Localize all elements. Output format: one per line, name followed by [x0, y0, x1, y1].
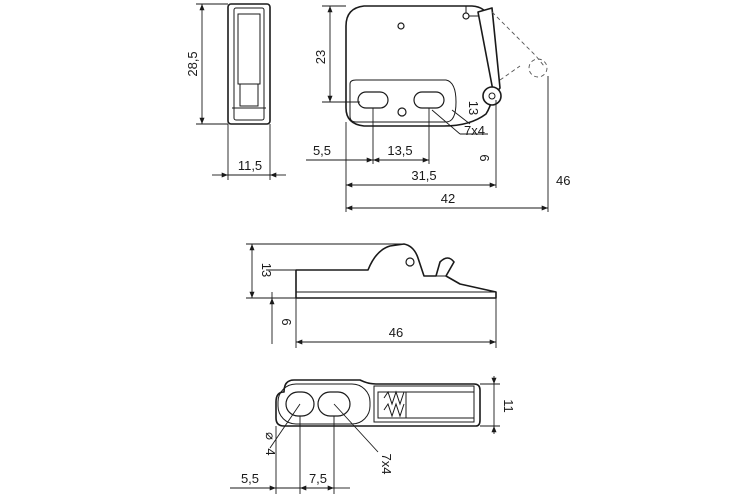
dim-length-42: 42: [441, 191, 455, 206]
dim-offset-5-5-bottom: 5,5: [241, 471, 259, 486]
dim-depth-6-top: 6: [477, 154, 492, 161]
dim-side-13: 13: [259, 263, 274, 277]
dim-side-46: 46: [389, 325, 403, 340]
main-view: 13 7x4 6 23 5,5 13,5 31,5 42 46: [306, 5, 570, 212]
dim-side-6: 6: [279, 318, 294, 325]
dim-bottom-11: 11: [501, 399, 516, 413]
dim-length-31-5: 31,5: [411, 168, 436, 183]
dim-offset-5-5-top: 5,5: [313, 143, 331, 158]
dim-height-28-5: 28,5: [185, 51, 200, 76]
dim-width-11-5: 11,5: [238, 158, 262, 173]
diameter-symbol: ⌀: [263, 432, 278, 440]
dim-slot-7x4-top: 7x4: [464, 123, 485, 138]
dim-spacing-13-5: 13,5: [387, 143, 412, 158]
dim-spacing-7-5: 7,5: [309, 471, 327, 486]
dim-diameter-4: 4: [263, 448, 278, 455]
front-view: 28,5 11,5: [185, 3, 286, 180]
side-view: 13 6 46: [246, 243, 497, 348]
dim-height-23: 23: [313, 50, 328, 64]
dim-height-46: 46: [556, 173, 570, 188]
bottom-view: 11 ⌀ 4 7x4 5,5 7,5: [230, 376, 516, 494]
dim-bottom-7x4: 7x4: [379, 454, 394, 475]
dim-slot-13: 13: [466, 101, 481, 115]
